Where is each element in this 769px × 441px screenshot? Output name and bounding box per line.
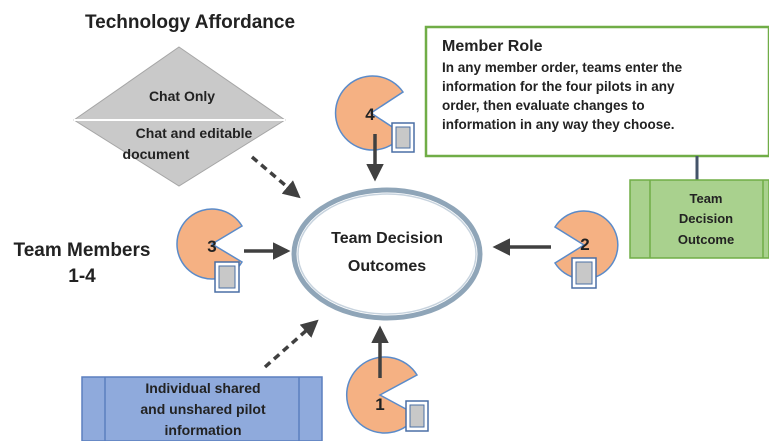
team-members-label-line1: Team Members (14, 240, 151, 261)
member-1-icon (346, 356, 429, 434)
technology-affordance-title: Technology Affordance (85, 12, 295, 33)
member-3-number: 3 (207, 237, 216, 256)
center-label-line1: Team Decision (331, 230, 443, 247)
member-4-icon (334, 75, 415, 153)
member-3-icon (176, 208, 244, 293)
member-1-number: 1 (375, 395, 384, 414)
pilot-information-box (81, 376, 323, 441)
chat-editable-option-line2: document (123, 146, 190, 162)
member-4-number: 4 (365, 105, 375, 124)
info-box-line3: information (165, 422, 242, 438)
outcome-box-line2: Decision (679, 211, 733, 226)
member-role-line4: information in any way they choose. (442, 117, 675, 132)
dashed-arrow-info (263, 319, 319, 369)
team-decision-ellipse (291, 187, 483, 321)
member-role-box (424, 25, 769, 158)
chat-only-option: Chat Only (149, 88, 215, 104)
member-role-line3: order, then evaluate changes to (442, 98, 645, 113)
team-members-label-line2: 1-4 (68, 266, 96, 287)
member-2-number: 2 (580, 235, 589, 254)
outcome-box-line1: Team (690, 191, 723, 206)
chat-editable-option-line1: Chat and editable (136, 125, 253, 141)
info-box-line1: Individual shared (145, 380, 260, 396)
info-box-line2: and unshared pilot (140, 401, 266, 417)
center-label-line2: Outcomes (348, 258, 426, 275)
technology-diamond (73, 46, 286, 187)
member-role-line1: In any member order, teams enter the (442, 60, 683, 75)
member-2-icon (553, 210, 619, 289)
dashed-arrow-technology (250, 155, 301, 199)
team-decision-outcome-box (629, 179, 769, 259)
member-role-title: Member Role (442, 38, 543, 55)
outcome-box-line3: Outcome (678, 232, 734, 247)
member-role-line2: information for the four pilots in any (442, 79, 675, 94)
